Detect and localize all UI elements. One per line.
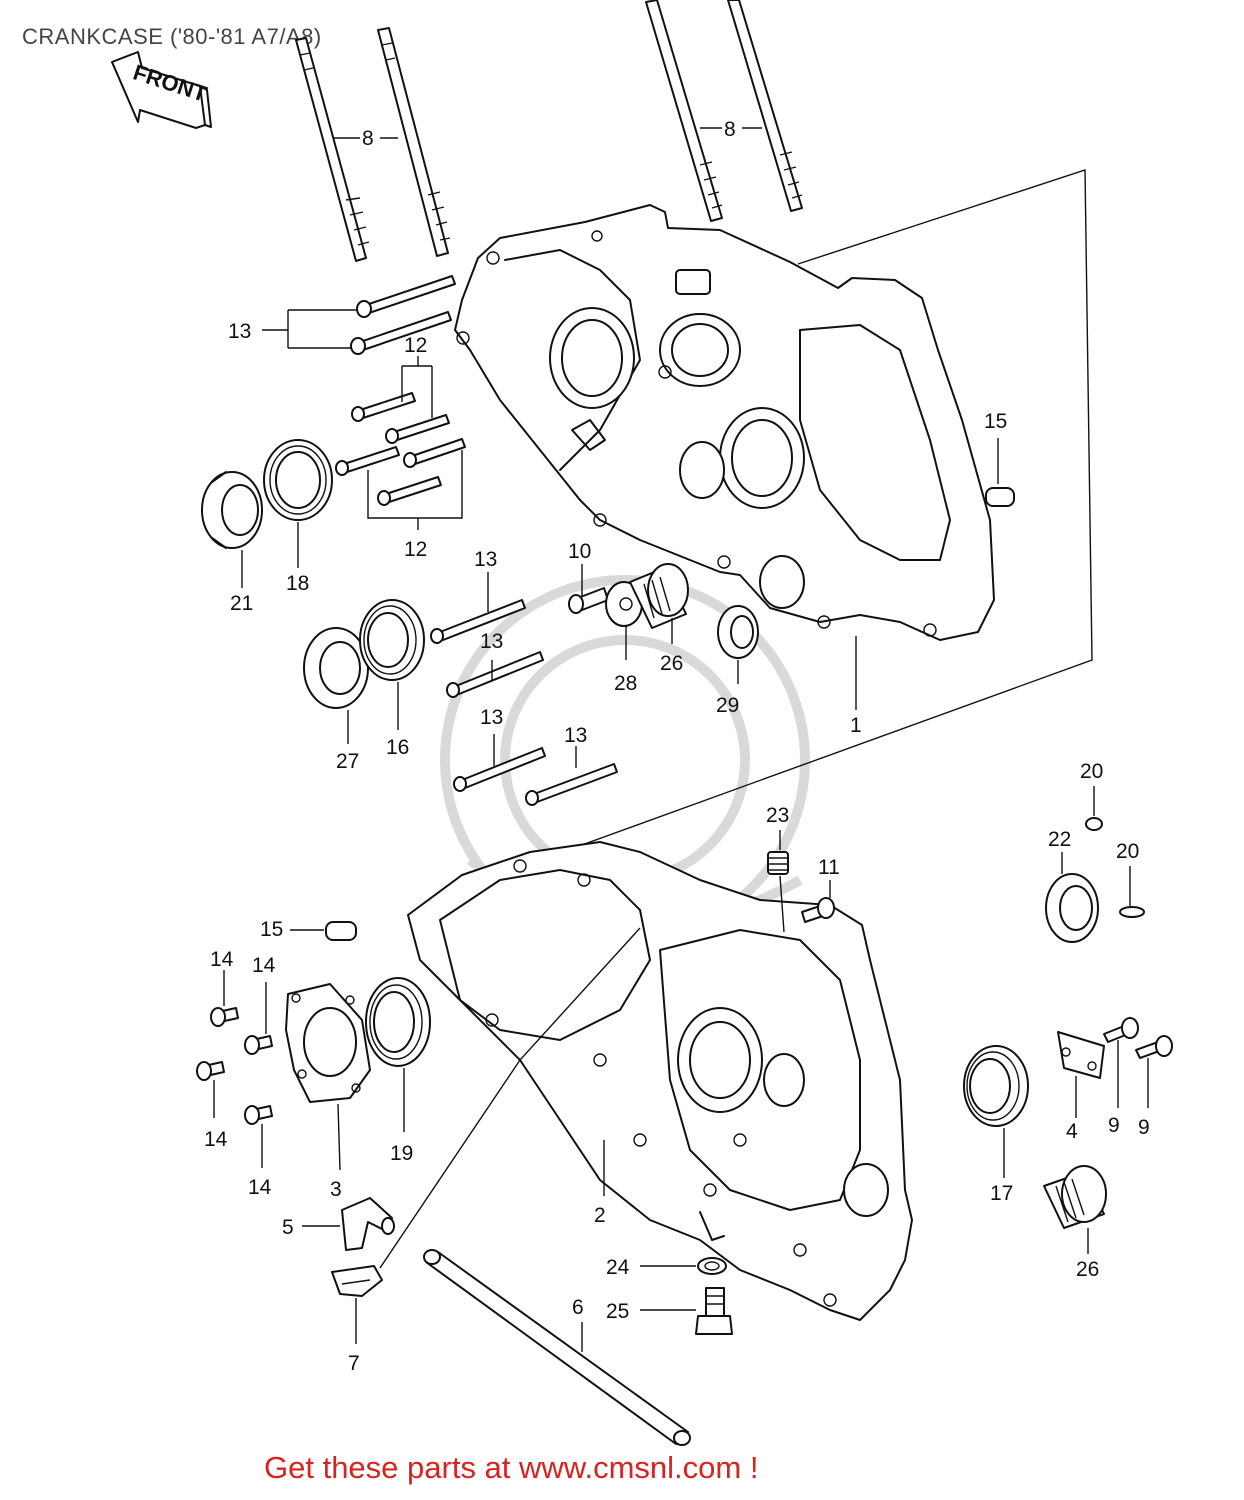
callout-4: 4 xyxy=(1066,1120,1078,1143)
callout-20-lower: 20 xyxy=(1116,840,1139,863)
callout-13-e: 13 xyxy=(564,724,587,747)
hose-route-line xyxy=(379,927,641,1269)
callout-13-upper-leader xyxy=(262,309,356,349)
screw-9-group xyxy=(1103,1017,1173,1059)
callout-12-bottom: 12 xyxy=(404,538,427,561)
callout-12-top: 12 xyxy=(404,334,427,357)
callout-14-d: 14 xyxy=(248,1176,272,1199)
screw-11 xyxy=(801,897,835,923)
callout-20-upper: 20 xyxy=(1080,760,1103,783)
bolt-13-upper xyxy=(350,275,456,355)
callout-27: 27 xyxy=(336,750,359,773)
callout-2: 2 xyxy=(594,1204,606,1227)
callout-23: 23 xyxy=(766,804,789,827)
callout-9-b: 9 xyxy=(1138,1116,1150,1139)
front-arrow-icon xyxy=(111,51,212,129)
bearing-retainer-3 xyxy=(285,983,371,1103)
callout-5: 5 xyxy=(282,1216,294,1239)
needle-bearing-26-upper xyxy=(629,563,689,629)
oil-seal-21 xyxy=(201,471,263,549)
callout-19: 19 xyxy=(390,1142,413,1165)
callout-13-c: 13 xyxy=(480,630,503,653)
callout-28: 28 xyxy=(614,672,637,695)
callout-22: 22 xyxy=(1048,828,1071,851)
callout-13-upper: 13 xyxy=(228,320,251,343)
dowel-pin-15-upper xyxy=(985,487,1015,507)
washer-24 xyxy=(697,1257,727,1275)
callout-17: 17 xyxy=(990,1182,1013,1205)
callout-13-middle-leaders xyxy=(487,572,577,768)
callout-8-right: 8 xyxy=(724,118,736,141)
bearing-16 xyxy=(359,599,425,681)
callout-24: 24 xyxy=(606,1256,630,1279)
callout-3-leader xyxy=(337,1103,341,1171)
pin-20-lower xyxy=(1119,906,1145,918)
callout-9-a: 9 xyxy=(1108,1114,1120,1137)
callout-12-bottom-leader xyxy=(367,450,463,530)
bearing-18 xyxy=(263,439,333,521)
callout-26-lower: 26 xyxy=(1076,1258,1099,1281)
callout-13-d: 13 xyxy=(480,706,503,729)
callout-6: 6 xyxy=(572,1296,584,1319)
oil-seal-29 xyxy=(717,605,759,659)
screw-14-group xyxy=(196,1007,273,1125)
dowel-pin-15-lower xyxy=(325,921,357,941)
oil-seal-22 xyxy=(1045,873,1099,943)
callout-13-b: 13 xyxy=(474,548,497,571)
callout-29: 29 xyxy=(716,694,739,717)
callout-8-leaders xyxy=(334,127,762,139)
oil-seal-27 xyxy=(303,627,369,709)
callout-14-c: 14 xyxy=(204,1128,228,1151)
plug-23 xyxy=(767,851,789,875)
callout-7: 7 xyxy=(348,1352,360,1375)
callout-3: 3 xyxy=(330,1178,342,1201)
bearing-17 xyxy=(963,1045,1029,1127)
callout-25: 25 xyxy=(606,1300,629,1323)
callout-10: 10 xyxy=(568,540,591,563)
callout-8-left: 8 xyxy=(362,127,374,150)
screw-10 xyxy=(568,587,609,614)
callout-9-leaders xyxy=(1117,1040,1149,1108)
callout-21: 21 xyxy=(230,592,253,615)
callout-23-leader xyxy=(779,830,785,933)
callout-14-b: 14 xyxy=(252,954,276,977)
elbow-fitting-5 xyxy=(341,1197,395,1251)
bearing-19 xyxy=(365,977,431,1067)
crankcase-upper-half xyxy=(454,204,995,641)
page-title: CRANKCASE ('80-'81 A7/A8) xyxy=(22,24,322,49)
crankcase-lower-half xyxy=(407,841,913,1321)
callout-15-upper: 15 xyxy=(984,410,1007,433)
bolt-13-middle-group xyxy=(430,599,618,806)
callout-1: 1 xyxy=(850,714,862,737)
promo-link-text[interactable]: Get these parts at www.cmsnl.com ! xyxy=(264,1450,758,1485)
callout-14-leaders xyxy=(213,970,267,1168)
bolt-12-group xyxy=(335,392,466,506)
needle-bearing-26-lower xyxy=(1043,1165,1107,1229)
callout-14-a: 14 xyxy=(210,948,234,971)
callout-26-upper: 26 xyxy=(660,652,683,675)
callout-12-top-leader xyxy=(401,356,433,418)
bracket-4 xyxy=(1057,1031,1105,1079)
breather-tube-6 xyxy=(423,1249,691,1446)
stud-8-left-pair xyxy=(295,27,451,262)
callout-18: 18 xyxy=(286,572,309,595)
stud-8-right-pair xyxy=(645,0,803,222)
callout-16: 16 xyxy=(386,736,409,759)
callout-15-lower: 15 xyxy=(260,918,283,941)
pin-20-upper xyxy=(1085,817,1103,831)
drain-bolt-25 xyxy=(695,1287,733,1335)
cap-7 xyxy=(331,1265,383,1297)
callout-11: 11 xyxy=(818,856,840,879)
